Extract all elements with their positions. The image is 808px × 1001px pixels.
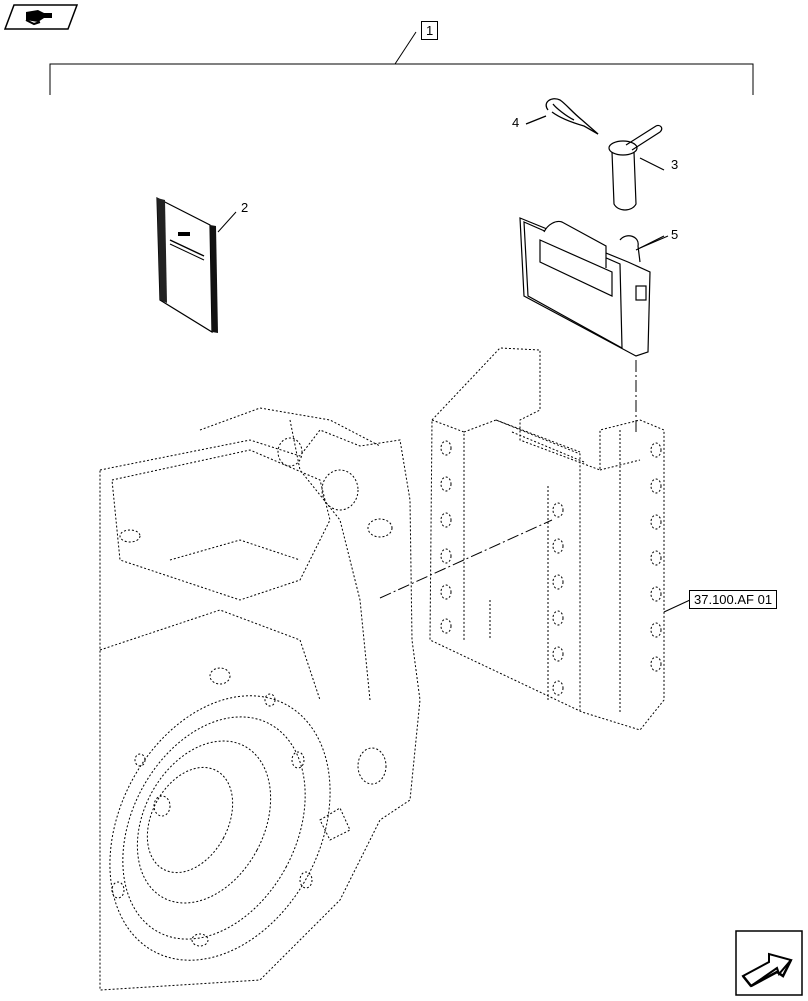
drawbar-holes — [440, 440, 662, 696]
callout-assembly[interactable]: 1 — [421, 21, 439, 40]
reference-link[interactable]: 37.100.AF 01 — [689, 590, 778, 609]
back-arrow-icon — [3, 4, 79, 30]
hitch-block — [519, 217, 665, 357]
callout-hitch-block[interactable]: 5 — [671, 227, 679, 242]
callout-manual[interactable]: 2 — [241, 200, 249, 215]
drawbar-frame — [429, 347, 665, 731]
alignment-lines — [379, 360, 637, 599]
next-page-button[interactable] — [735, 930, 803, 996]
callout-leaders — [639, 235, 691, 613]
assembly-bracket — [49, 31, 754, 95]
callout-pin[interactable]: 3 — [671, 157, 679, 172]
rear-axle-housing — [99, 407, 421, 991]
previous-page-button[interactable] — [3, 4, 79, 30]
manual-booklet — [156, 197, 237, 334]
hitch-pin — [608, 124, 665, 211]
spring-clip — [525, 98, 599, 135]
forward-arrow-icon — [735, 930, 803, 996]
callout-clip[interactable]: 4 — [512, 115, 520, 130]
